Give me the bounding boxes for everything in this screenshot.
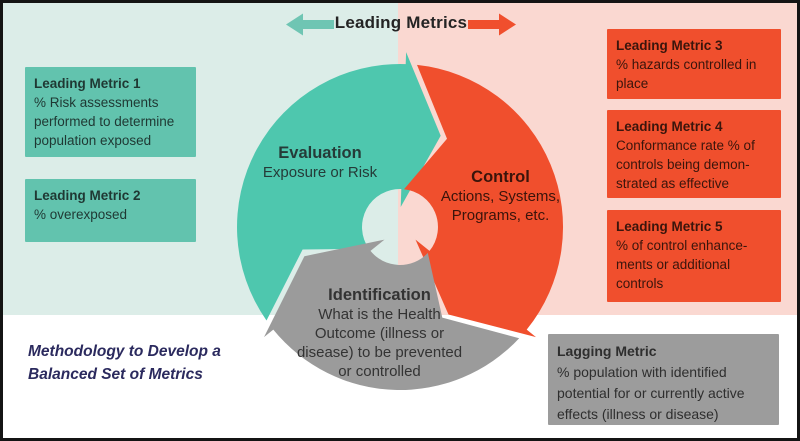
block-arrow-left-icon: [286, 13, 334, 36]
evaluation-label: Evaluation Exposure or Risk: [230, 143, 410, 182]
leading-metric-4-title: Leading Metric 4: [616, 119, 723, 134]
leading-metric-2-description: % overexposed: [34, 207, 128, 222]
identification-label: Identification What is the Health Outcom…: [272, 285, 487, 381]
control-subtitle: Actions, Systems, Programs, etc.: [440, 188, 561, 224]
control-title: Control: [471, 168, 530, 186]
evaluation-segment-arrow: [237, 52, 441, 321]
evaluation-subtitle: Exposure or Risk: [262, 164, 378, 181]
identification-subtitle: What is the Health Outcome (illness or d…: [296, 306, 463, 380]
leading-metric-5-title: Leading Metric 5: [616, 219, 723, 234]
leading-metric-1-box: Leading Metric 1 % Risk assessments perf…: [25, 67, 196, 157]
lagging-metric-description: % population with identified potential f…: [557, 364, 745, 422]
leading-metric-1-title: Leading Metric 1: [34, 76, 141, 91]
methodology-caption: Methodology to Develop a Balanced Set of…: [28, 343, 221, 383]
evaluation-title: Evaluation: [278, 144, 362, 162]
leading-metric-5-description: % of control enhance- ments or additiona…: [616, 238, 748, 291]
leading-metric-4-box: Leading Metric 4 Conformance rate % of c…: [607, 110, 781, 198]
leading-metric-3-description: % hazards controlled in place: [616, 57, 757, 91]
leading-metric-2-title: Leading Metric 2: [34, 188, 141, 203]
leading-metric-1-description: % Risk assessments performed to determin…: [34, 95, 175, 148]
lagging-metric-box: Lagging Metric % population with identif…: [548, 334, 779, 425]
identification-title: Identification: [328, 286, 431, 304]
lagging-metric-title: Lagging Metric: [557, 343, 657, 359]
leading-metric-4-description: Conformance rate % of controls being dem…: [616, 138, 755, 191]
leading-metric-3-box: Leading Metric 3 % hazards controlled in…: [607, 29, 781, 99]
leading-metric-3-title: Leading Metric 3: [616, 38, 723, 53]
leading-metric-2-box: Leading Metric 2 % overexposed: [25, 179, 196, 242]
page-title: Leading Metrics: [334, 13, 468, 32]
control-label: Control Actions, Systems, Programs, etc.: [413, 167, 588, 225]
block-arrow-right-icon: [468, 13, 516, 36]
identification-segment-arrow: [264, 239, 520, 391]
leading-metric-5-box: Leading Metric 5 % of control enhance- m…: [607, 210, 781, 302]
control-segment-arrow: [404, 64, 564, 338]
